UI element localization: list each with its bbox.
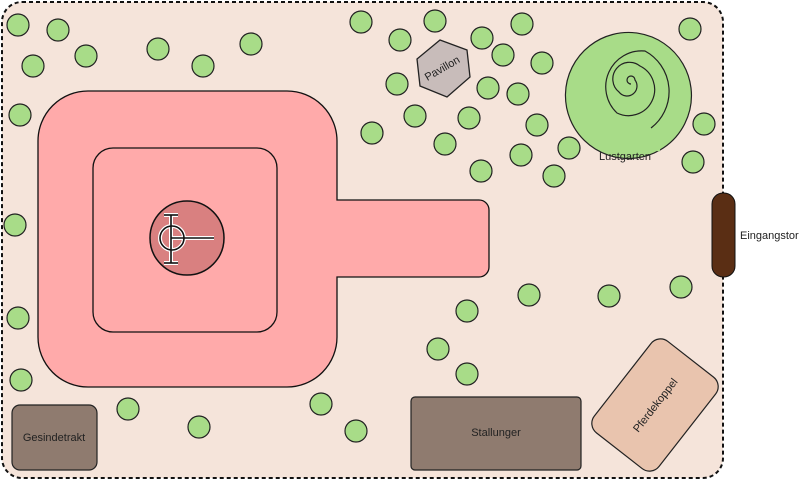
tree [542,164,566,188]
tree [46,18,70,42]
tree [455,299,479,323]
tree [509,143,533,167]
tree [388,28,412,52]
main-building [37,90,490,388]
tree [470,26,494,50]
servants-wing-label: Gesindetrakt [23,432,85,444]
lustgarten-label: Lustgarten [599,151,651,163]
tree [344,419,368,443]
gate-label: Eingangstor [740,230,799,242]
tree [455,362,479,386]
tree [349,10,373,34]
tree [191,54,215,78]
tree [476,76,500,100]
tree [3,213,27,237]
tree [9,368,33,392]
tree [360,121,384,145]
tree [187,415,211,439]
tree [557,136,581,160]
lustgarten-spiral: Lustgarten [564,31,693,163]
stables-label: Stallunger [471,427,521,439]
tree [491,43,515,67]
tree [116,397,140,421]
entrance-gate [711,192,736,278]
tree [6,13,30,37]
paddock: Pferdekoppel [591,338,719,472]
tree [457,106,481,130]
tree [525,113,549,137]
tree [692,112,716,136]
tree [8,103,32,127]
fountain-symbol-icon [158,213,214,265]
tree [403,104,427,128]
tree [6,306,30,330]
tree [597,284,621,308]
tree [506,82,530,106]
tree [530,51,554,75]
tree [74,44,98,68]
trees [3,9,716,443]
tree [669,275,693,299]
tree [510,12,534,36]
tree [469,159,493,183]
tree [678,17,702,41]
tree [426,337,450,361]
tree [517,283,541,307]
tree [309,392,333,416]
tree [681,150,705,174]
servants-wing [11,404,98,471]
tree [423,9,447,33]
pavilion: Pavillon [416,39,471,98]
tree [385,72,409,96]
stables [410,396,582,471]
tree [239,32,263,56]
tree [433,132,457,156]
tree [21,54,45,78]
tree [146,37,170,61]
